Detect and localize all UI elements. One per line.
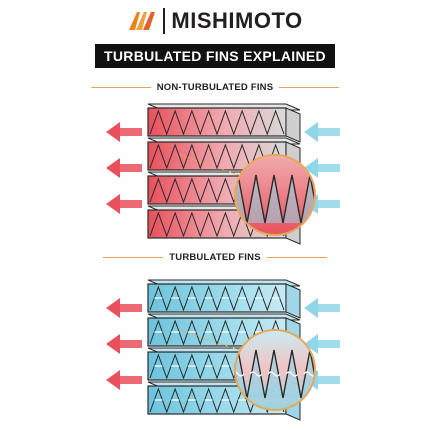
fin-zigzag <box>149 285 285 312</box>
arrow-shaft <box>318 304 340 312</box>
cool-air-arrow <box>304 298 340 318</box>
turbulence-swirl <box>285 371 299 377</box>
fin-front-face <box>147 107 287 137</box>
arrow-head <box>106 194 120 214</box>
brand-name: MISHIMOTO <box>171 8 303 33</box>
arrow-shaft <box>120 376 142 384</box>
fin-zigzag <box>149 143 285 170</box>
section-label-text: TURBULATED FINS <box>169 251 261 263</box>
arrow-head <box>304 158 318 178</box>
magnifier-ring <box>234 154 316 236</box>
arrow-head <box>106 122 120 142</box>
turbulated-fin-stack <box>106 279 340 421</box>
brand-header: MISHIMOTO <box>0 6 430 36</box>
arrow-head <box>304 334 318 354</box>
label-rule-left <box>90 86 151 88</box>
hot-air-arrow <box>106 194 142 214</box>
fin-front-face <box>147 283 287 313</box>
turbulence-swirl <box>235 371 245 377</box>
section-label-turbulated: TURBULATED FINS <box>0 250 430 264</box>
magnifier-view <box>235 155 315 235</box>
arrow-shaft <box>120 340 142 348</box>
arrow-shaft <box>120 304 142 312</box>
fin-side-face <box>285 107 301 143</box>
banner-title: TURBULATED FINS EXPLAINED <box>104 48 326 64</box>
arrow-head <box>304 298 318 318</box>
arrow-shaft <box>318 164 340 172</box>
magnifier <box>179 329 316 411</box>
non-turbulated-fin-stack <box>106 103 340 245</box>
label-rule-left <box>103 256 164 258</box>
fin-zigzag <box>149 319 285 346</box>
mishimoto-logo-icon <box>129 12 156 30</box>
cool-air-arrow <box>304 122 340 142</box>
hot-air-arrow <box>106 334 142 354</box>
label-rule-right <box>279 86 340 88</box>
magnifier <box>179 154 316 236</box>
arrow-shaft <box>318 376 340 384</box>
arrow-head <box>106 370 120 390</box>
hot-air-arrow <box>106 298 142 318</box>
arrow-head <box>106 334 120 354</box>
hot-air-arrow <box>106 370 142 390</box>
magnifier-view <box>235 330 315 410</box>
fin-row <box>147 279 301 319</box>
fin-row <box>147 103 301 143</box>
arrow-head <box>106 298 120 318</box>
cool-air-arrow <box>304 334 340 354</box>
magnifier-leader <box>179 329 246 353</box>
arrow-shaft <box>120 128 142 136</box>
arrow-head <box>304 122 318 142</box>
hot-air-arrow <box>106 122 142 142</box>
arrow-shaft <box>120 200 142 208</box>
magnifier-leader <box>179 154 246 178</box>
arrow-shaft <box>318 340 340 348</box>
turbulence-swirl <box>249 371 263 377</box>
arrow-shaft <box>318 200 340 208</box>
fin-side-face <box>285 283 301 319</box>
title-banner: TURBULATED FINS EXPLAINED <box>95 44 335 68</box>
section-label-non-turbulated: NON-TURBULATED FINS <box>0 80 430 94</box>
logo-divider <box>163 8 166 34</box>
arrow-shaft <box>318 128 340 136</box>
cool-air-arrow <box>304 158 340 178</box>
section-label-text: NON-TURBULATED FINS <box>156 81 274 93</box>
arrow-shaft <box>120 164 142 172</box>
magnified-fins <box>235 174 315 224</box>
turbulence-swirl <box>267 371 281 377</box>
label-rule-right <box>266 256 327 258</box>
arrow-head <box>106 158 120 178</box>
magnifier-ring <box>234 329 316 411</box>
hot-air-arrow <box>106 158 142 178</box>
fin-zigzag <box>149 109 285 136</box>
